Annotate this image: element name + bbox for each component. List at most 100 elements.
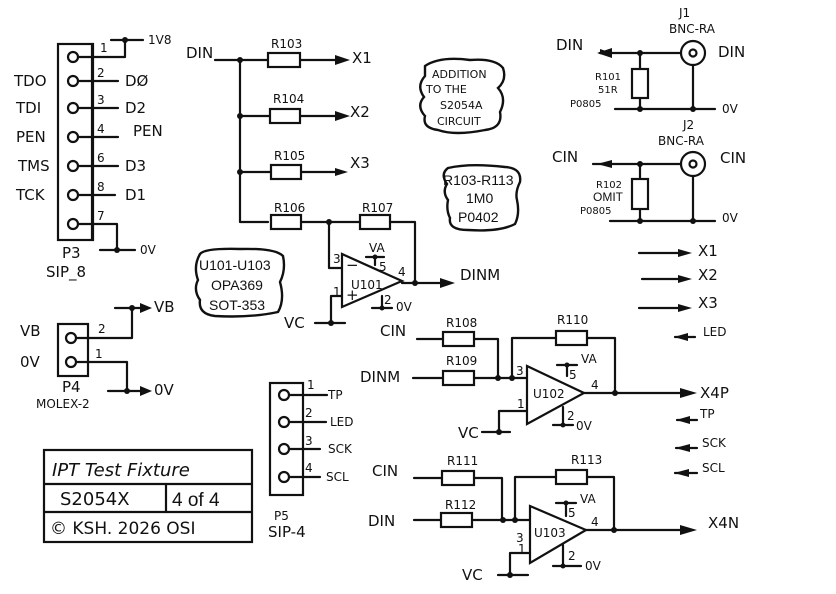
pin-number: 1: [307, 378, 315, 392]
p3-left-label: PEN: [16, 128, 46, 146]
pin-number: 3: [516, 531, 524, 545]
net-label: 0V: [140, 243, 157, 257]
pin-number: 1: [517, 397, 525, 411]
resistor-r108: [441, 330, 476, 348]
pin-number: 4: [305, 461, 313, 475]
note-line: TO THE: [425, 83, 467, 96]
net-label: X2: [698, 266, 718, 284]
net-label: DINM: [360, 368, 400, 386]
pin-number: 1: [518, 542, 526, 556]
net-label-x4n: X4N: [708, 514, 739, 532]
net-label: TP: [327, 388, 343, 402]
net-label: SCK: [328, 442, 353, 456]
net-label: LED: [703, 325, 727, 339]
value: 51R: [598, 85, 618, 96]
minus-sign: −: [346, 256, 359, 274]
p3-left-label: TDI: [15, 99, 41, 117]
resistor-r113: [554, 468, 589, 486]
ref: R103: [271, 37, 302, 51]
note-opamps: U101-U103 OPA369 SOT-353: [194, 247, 286, 318]
ref: R102: [596, 180, 622, 191]
p4-body: [56, 322, 90, 378]
opamp-ref: U103: [534, 526, 566, 540]
p5-pin-4: 4 SCL: [277, 461, 349, 484]
pin-number: 3: [333, 252, 341, 266]
gnd-label: 0V: [585, 559, 602, 573]
resistor-r111: [440, 469, 476, 487]
pin-number: 3: [305, 434, 313, 448]
note-line: R103-R113: [443, 172, 514, 188]
gnd-label: 0V: [722, 211, 739, 225]
p5-type: SIP-4: [268, 523, 306, 541]
net-label-dinm: DINM: [460, 266, 500, 284]
ref: R109: [446, 354, 477, 368]
copyright: © KSH. 2026 OSI: [50, 519, 196, 539]
connector-p4: 2 1 VB 0V VB 0V P4 MOLEX-2: [20, 298, 175, 411]
p5-pin-2: 2 LED: [277, 406, 354, 429]
offsheet-tp: TP: [675, 407, 715, 424]
net-label: CIN: [372, 462, 398, 480]
note-line: 1M0: [466, 190, 493, 206]
p3-pin-3: 3 D2: [66, 93, 146, 117]
gnd-label: 0V: [576, 419, 593, 433]
opamp-ref: U102: [533, 387, 565, 401]
net-label: D2: [125, 99, 146, 117]
ref: R111: [447, 454, 478, 468]
opamp-ref: U101: [351, 278, 383, 292]
net-label: 1V8: [148, 33, 171, 47]
note-line: S2054A: [440, 99, 483, 112]
net-label: DIN: [556, 36, 583, 54]
net-label: DIN: [368, 512, 395, 530]
p3-pin-2: 2 DØ: [66, 66, 149, 90]
offsheet-x3: X3: [637, 294, 718, 312]
p4-left-label: VB: [20, 322, 41, 340]
connector-p3: 1 1V8 2 DØ 3 D2 4 PEN 6 D3: [13, 33, 171, 282]
pin-number: 2: [568, 549, 576, 563]
sheet-number: 4 of 4: [172, 490, 220, 511]
offsheet-x1: X1: [637, 242, 718, 260]
pin-number: 4: [591, 378, 599, 392]
pin-number: 2: [567, 409, 575, 423]
pin-number: 7: [97, 209, 105, 223]
p3-pin-6: 6 D3: [66, 151, 146, 175]
j2-type: BNC-RA: [658, 134, 705, 148]
bnc-j2: J2 BNC-RA R102 OMIT P0805 CIN CIN 0V: [552, 118, 746, 225]
supply-label: VA: [581, 352, 597, 366]
net-label: SCK: [702, 436, 727, 450]
pin-number: 4: [398, 265, 406, 279]
input-divider: DIN R103 X1 R104 X2 R105 X3: [186, 37, 417, 285]
p3-left-label: TMS: [17, 157, 50, 175]
offsheet-scl: SCL: [673, 461, 725, 477]
ref-in-label: VC: [458, 424, 479, 442]
supply-label: VA: [369, 241, 385, 255]
offsheet-sck: SCK: [674, 436, 727, 452]
note-addition: ADDITION TO THE S2054A CIRCUIT: [419, 57, 506, 135]
net-label: DØ: [125, 72, 149, 90]
j1-type: BNC-RA: [669, 22, 716, 36]
p5-pin-1: 1 TP: [277, 378, 343, 402]
note-line: P0402: [458, 209, 499, 225]
gnd-label: 0V: [396, 300, 413, 314]
net-label: TP: [699, 407, 715, 421]
ref: R113: [571, 453, 602, 467]
supply-label: VA: [580, 492, 596, 506]
p4-ref: P4: [62, 378, 81, 396]
resistor-r106: R106: [269, 201, 362, 231]
ref: R106: [274, 201, 305, 215]
j1-ref: J1: [678, 6, 690, 20]
pin-number: 1: [100, 41, 108, 55]
net-label-din: DIN: [186, 44, 213, 62]
connector-p5: 1 TP 2 LED 3 SCK 4 SCL P5 SIP-4: [268, 378, 354, 541]
p3-ref: P3: [62, 244, 81, 262]
p4-left-label: 0V: [20, 353, 41, 371]
ref: R107: [362, 201, 393, 215]
pin-number: 5: [379, 260, 387, 274]
resistor-r104: R104 X2: [238, 92, 370, 125]
pin-number: 4: [97, 122, 105, 136]
bnc-connector-icon: [679, 150, 707, 178]
note-line: ADDITION: [432, 68, 487, 81]
ref-in-label: VC: [462, 566, 483, 584]
p5-ref: P5: [274, 509, 289, 523]
net-label: VB: [154, 298, 175, 316]
net-label: X3: [350, 154, 370, 172]
